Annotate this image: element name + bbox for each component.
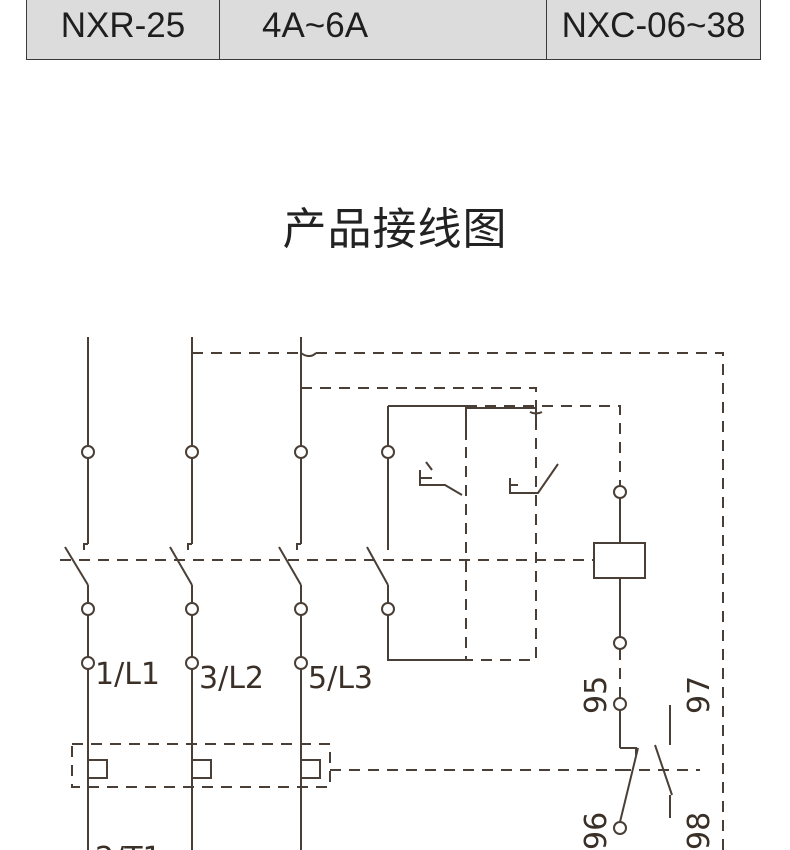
terminal-circle xyxy=(294,656,308,670)
contactor-coil xyxy=(593,542,646,579)
terminal-label-96: 96 xyxy=(579,812,614,850)
start-button xyxy=(509,463,559,494)
relay-box xyxy=(71,743,331,788)
terminal-circle xyxy=(81,656,95,670)
contactor-blade xyxy=(366,546,389,586)
stop-button xyxy=(419,470,463,496)
terminal-circle xyxy=(381,602,395,616)
terminal-label-98: 98 xyxy=(682,812,717,850)
linkage-dash xyxy=(466,405,621,487)
terminal-circle xyxy=(381,445,395,459)
linkage-dash xyxy=(301,387,537,661)
page-title: 产品接线图 xyxy=(282,204,508,255)
terminal-label-95: 95 xyxy=(579,676,614,714)
terminal-circle xyxy=(613,697,627,711)
contactor-blade xyxy=(278,546,302,586)
table-row: NXR-25 4A~6A NXC-06~38 xyxy=(26,0,761,60)
terminal-label-l1: 1/L1 xyxy=(95,657,160,692)
contactor-blade xyxy=(169,546,193,586)
current-range-cell: 4A~6A xyxy=(219,0,547,60)
terminal-circle xyxy=(185,656,199,670)
contactor-blade xyxy=(64,546,89,586)
terminal-label-t1: 2/T1 xyxy=(95,841,162,850)
terminal-circle xyxy=(294,602,308,616)
spec-table: NXR-25 4A~6A NXC-06~38 xyxy=(26,0,761,60)
terminal-circle xyxy=(185,602,199,616)
thermal-element xyxy=(300,745,321,790)
switch-hook xyxy=(296,543,301,550)
switch-hook xyxy=(83,543,88,550)
model-cell: NXR-25 xyxy=(26,0,220,60)
terminal-circle xyxy=(294,445,308,459)
nc-contact xyxy=(619,747,639,823)
terminal-circle xyxy=(613,485,627,499)
aux-wire xyxy=(387,585,466,661)
terminal-circle xyxy=(613,636,627,650)
terminal-label-l2: 3/L2 xyxy=(199,661,264,696)
terminal-circle xyxy=(81,602,95,616)
terminal-circle xyxy=(81,445,95,459)
switch-hook xyxy=(187,543,192,550)
contactor-cell: NXC-06~38 xyxy=(546,0,761,60)
nc-contact xyxy=(620,747,637,755)
terminal-circle xyxy=(613,821,627,835)
terminal-label-l3: 5/L3 xyxy=(308,661,373,696)
terminal-label-97: 97 xyxy=(682,676,717,714)
stop-button xyxy=(425,461,433,471)
linkage-dash xyxy=(316,352,724,850)
thermal-element xyxy=(191,745,212,790)
terminal-circle xyxy=(185,445,199,459)
thermal-element xyxy=(87,745,108,790)
